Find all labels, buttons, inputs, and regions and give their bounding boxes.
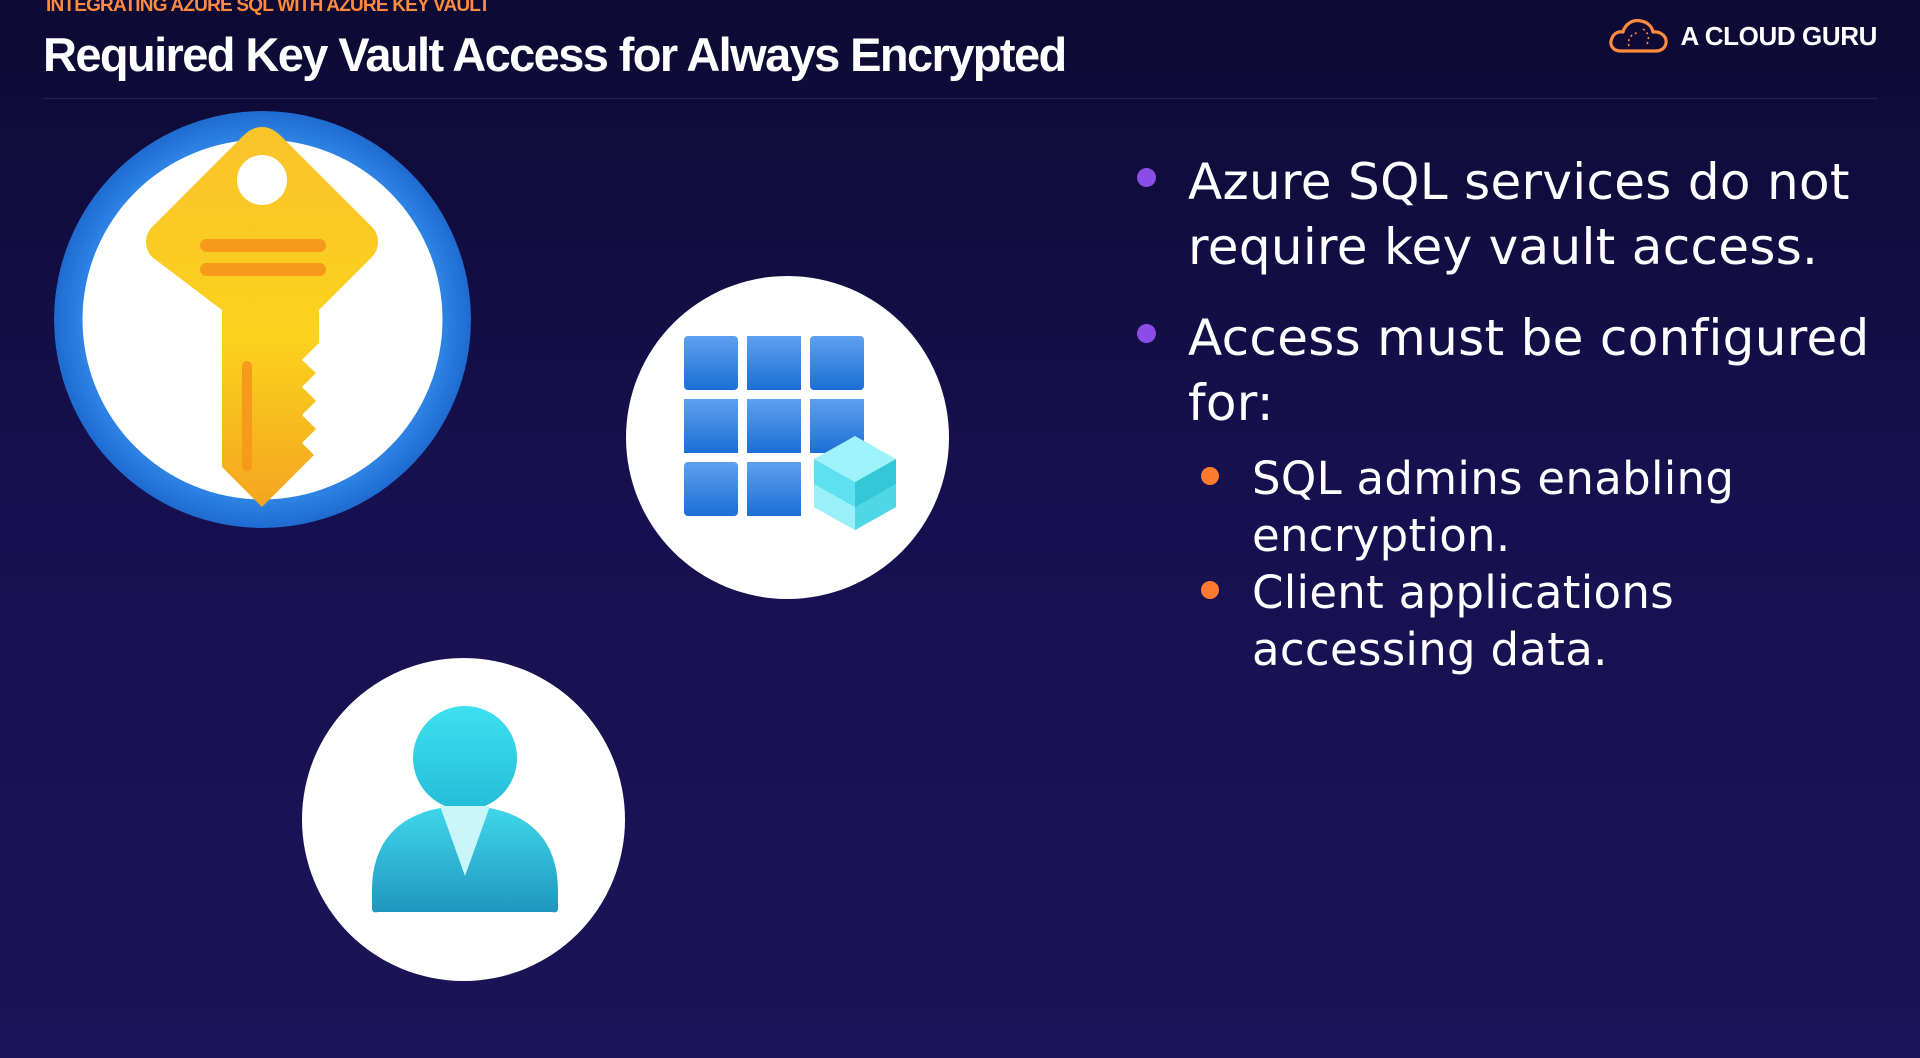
bullet-text: Azure SQL services do not require key va… xyxy=(1188,153,1850,276)
header-divider xyxy=(43,98,1878,99)
section-kicker: INTEGRATING AZURE SQL WITH AZURE KEY VAU… xyxy=(46,0,490,16)
sub-bullet-list: SQL admins enabling encryption. Client a… xyxy=(1130,450,1890,678)
bullet-item: Azure SQL services do not require key va… xyxy=(1130,150,1890,280)
bullet-dot xyxy=(1137,168,1156,187)
bullet-text: Access must be configured for: xyxy=(1188,309,1870,432)
sub-bullet-item: SQL admins enabling encryption. xyxy=(1130,450,1890,564)
sub-bullet-text: Client applications accessing data. xyxy=(1252,566,1674,676)
key-vault-icon xyxy=(54,111,471,528)
brand-logo: A CLOUD GURU xyxy=(1607,16,1877,56)
sub-bullet-dot xyxy=(1201,467,1219,485)
cloud-logo-icon xyxy=(1608,18,1668,53)
bullet-list: Azure SQL services do not require key va… xyxy=(1130,150,1890,678)
sub-bullet-item: Client applications accessing data. xyxy=(1130,564,1890,678)
sql-database-icon xyxy=(626,276,949,599)
brand-name: A CLOUD GURU xyxy=(1680,20,1878,51)
bullet-item: Access must be configured for: xyxy=(1130,306,1890,436)
sub-bullet-dot xyxy=(1201,581,1219,599)
sub-bullet-text: SQL admins enabling encryption. xyxy=(1252,452,1735,562)
slide-title: Required Key Vault Access for Always Enc… xyxy=(43,28,1067,81)
user-icon xyxy=(302,658,625,981)
bullet-dot xyxy=(1137,324,1156,343)
